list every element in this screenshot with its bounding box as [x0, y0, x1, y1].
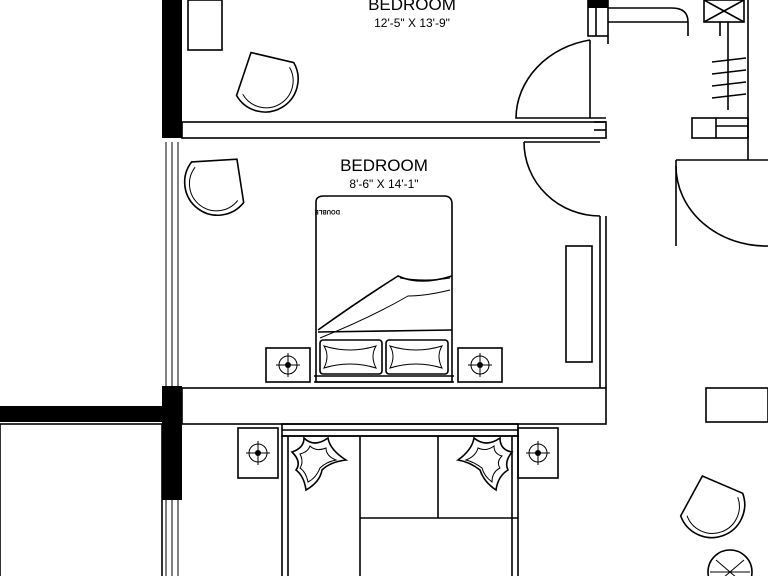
wall-left-lower [162, 422, 182, 500]
top-right-block [587, 0, 609, 37]
nightstand-left-icon [265, 347, 311, 383]
wardrobe-hangers [711, 36, 747, 110]
hanger-3 [711, 81, 747, 87]
hanger-2 [711, 69, 747, 75]
bed-tag: DOUBLE [315, 208, 340, 214]
cushion-right-icon [455, 436, 514, 492]
right-wall-stub [705, 387, 768, 423]
walls [0, 0, 608, 500]
bed-frame [315, 195, 453, 383]
top-right-curve [608, 7, 689, 36]
wall-left-upper [162, 0, 182, 138]
room-name-top: BEDROOM [368, 0, 456, 14]
bed-lower-frame [281, 435, 519, 576]
top-right-box-x2 [703, 0, 745, 23]
pillow-left [319, 339, 383, 375]
bed-lower-icon [281, 423, 519, 576]
bed-sheet-fold-3 [399, 277, 451, 281]
closet-bottom [691, 117, 749, 139]
door-arc-bedroom [523, 141, 601, 217]
door-arc-top [515, 39, 606, 119]
fixture-bottom-right-icon [707, 549, 753, 576]
partition-lower [181, 387, 607, 425]
lower-left-room-outline [0, 423, 163, 576]
nightstand-right-icon [457, 347, 503, 383]
double-bed-icon: DOUBLE [314, 195, 454, 383]
top-right-box [703, 0, 745, 23]
armchair-top-icon [235, 51, 299, 113]
dresser-right [565, 245, 593, 363]
doors [515, 39, 768, 247]
wall-horizontal-left [0, 406, 182, 422]
hanger-1 [711, 57, 747, 63]
bed-sheet-fold-2 [319, 289, 451, 339]
room-label-top-bedroom: BEDROOM 12'-5" X 13'-9" [368, 0, 456, 30]
pillow-right [385, 339, 449, 375]
room-label-bedroom: BEDROOM 8'-6" X 14'-1" [340, 156, 428, 191]
cushion-left-icon [290, 436, 349, 492]
bedroom-furniture: DOUBLE [183, 158, 593, 383]
nightstand-lower-right-icon [517, 427, 559, 479]
wall-top-small [588, 0, 608, 8]
room-dims-top: 12'-5" X 13'-9" [374, 16, 450, 30]
nightstand-lower-left-icon [237, 427, 279, 479]
top-bedroom-furniture [187, 0, 299, 113]
lower-room-furniture [237, 423, 753, 576]
hanger-4 [711, 93, 747, 99]
bed-sheet-fold [317, 275, 453, 331]
room-name-bedroom: BEDROOM [340, 156, 428, 175]
armchair-left-icon [183, 158, 245, 216]
dresser-top [187, 0, 223, 51]
room-dims-bedroom: 8'-6" X 14'-1" [349, 177, 418, 191]
partition-upper [181, 121, 607, 139]
armchair-lower-right-icon [679, 475, 746, 539]
door-arc-right [675, 165, 768, 247]
bed-pillow-line [317, 329, 453, 333]
